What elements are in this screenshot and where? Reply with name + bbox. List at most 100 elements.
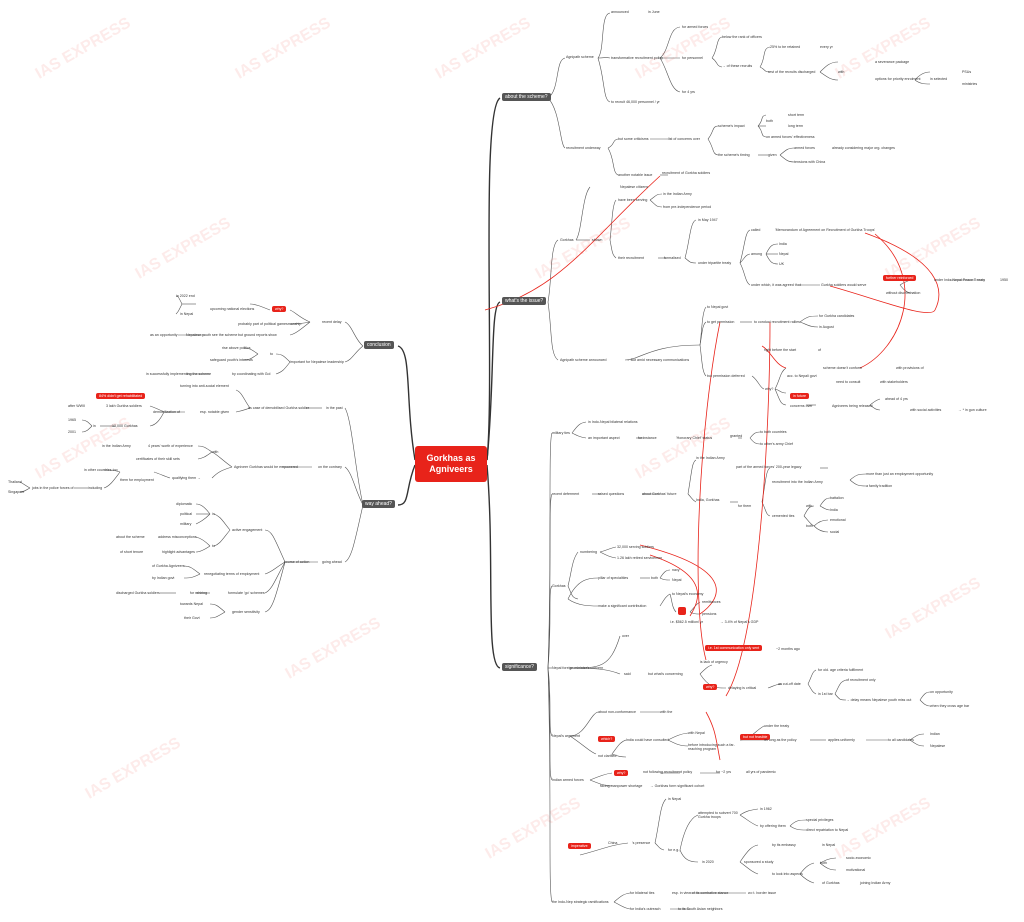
node: concerns over <box>790 404 813 408</box>
node: gender sensitivity <box>232 610 260 614</box>
node-why-red: why? <box>703 684 718 690</box>
node: to other's army Chief <box>760 442 794 446</box>
node: from pre-independence period <box>663 205 712 209</box>
node: ~2 months ago <box>776 647 800 651</box>
node: → delay means Nepalese youth miss out <box>846 698 912 702</box>
node: with <box>212 450 219 454</box>
branch-whats-the-issue[interactable]: what's the issue? <box>502 297 547 305</box>
node: under the treaty <box>764 724 790 728</box>
node: UK <box>779 262 784 266</box>
node: as long as the policy <box>764 738 797 742</box>
node: India, Gorkhas <box>696 498 720 502</box>
node: remittances <box>702 600 721 604</box>
node: by offering them <box>760 824 786 828</box>
node: with social activities <box>910 408 942 412</box>
node: i.e. $562.5 million/ yr <box>670 620 703 624</box>
node: for personnel <box>682 56 703 60</box>
node: in successfully implementing the scheme <box>146 372 212 376</box>
node: PSUs <box>962 70 972 74</box>
node: certificates of their skill sets <box>136 457 180 461</box>
node: by Indian govt <box>152 576 175 580</box>
node: of short tenure <box>120 550 144 554</box>
node: attempted to subvert 700 Gurkha troops <box>698 811 738 819</box>
branch-conclusion[interactable]: conclusion <box>364 341 394 349</box>
node: both <box>806 524 813 528</box>
node: after WWII <box>68 404 85 408</box>
node: raised questions <box>598 492 625 496</box>
node: to <box>212 544 215 548</box>
node: for India's outreach <box>630 907 661 911</box>
node: need to consult <box>836 380 861 384</box>
node: of Gurkhas <box>822 881 840 885</box>
node: a family tradition <box>866 484 893 488</box>
branch-significance[interactable]: significance? <box>502 663 537 671</box>
node: China <box>608 841 618 845</box>
node: with stakeholders <box>880 380 908 384</box>
node: in other countries too <box>84 468 118 472</box>
node: to both countries <box>760 430 787 434</box>
node-why2-red: why? <box>614 770 629 776</box>
node: about the scheme <box>116 535 145 539</box>
node: with Nepal <box>688 731 705 735</box>
node: upcoming national elections <box>210 307 255 311</box>
node: facing manpower shortage <box>600 784 643 788</box>
node: granted <box>730 434 743 438</box>
node: list of concerns over <box>668 137 700 141</box>
node: in the past <box>326 406 343 410</box>
node: Nepal <box>672 578 682 582</box>
node: turning into anti-social element <box>180 384 229 388</box>
node: political <box>180 512 192 516</box>
node: both <box>766 119 773 123</box>
node: qualifying them → <box>172 476 201 480</box>
node: without discrimination <box>886 291 921 295</box>
node: Agnipath scheme announced <box>560 358 607 362</box>
node: Nepalese youth see the scheme <box>186 333 238 337</box>
branch-way-ahead[interactable]: way ahead? <box>362 500 395 508</box>
node: right before the start <box>764 348 797 352</box>
node: Indian <box>930 732 940 736</box>
node: part of the armed forces' 200-year legac… <box>736 465 802 469</box>
node: among <box>751 252 762 256</box>
node: of Gurkha Agniveers <box>152 564 185 568</box>
node: both <box>651 576 658 580</box>
node: address misconceptions <box>158 535 197 539</box>
node: 13,000 Gurkhas <box>112 424 138 428</box>
node: → of these recruits <box>722 64 753 68</box>
node: 2001 <box>68 430 76 434</box>
node: to all candidates <box>888 738 914 742</box>
node: every yr <box>820 45 833 49</box>
node: to conduct recruitment rallies <box>754 320 800 324</box>
node: → But amid necessary communications <box>626 358 690 362</box>
node: probably part of political gamesmanship <box>238 322 302 326</box>
node: in Nepal <box>822 843 836 847</box>
node: options for priority enrolment <box>875 77 921 81</box>
node: Nepalese <box>930 744 946 748</box>
node: 1950 <box>1000 278 1008 282</box>
node: sponsored a study <box>744 860 774 864</box>
node: the scheme's timing <box>718 153 750 157</box>
node: military <box>180 522 192 526</box>
node: 's presence <box>632 841 651 845</box>
central-topic[interactable]: Gorkhas as Agniveers <box>415 446 487 482</box>
node: in selected <box>930 77 948 81</box>
node: to look into aspects <box>772 872 803 876</box>
node: when they cross age bar <box>930 704 970 708</box>
node: Gorkhas <box>552 584 566 588</box>
node: motivational <box>846 868 866 872</box>
node: to get permission <box>707 320 735 324</box>
node: for bilateral ties <box>630 891 655 895</box>
node: to recruit 46,000 personnel / yr <box>611 100 660 104</box>
node: towards Nepal <box>180 602 203 606</box>
node: India could have consulted <box>626 738 669 742</box>
node: scheme's impact <box>718 124 745 128</box>
branch-about-scheme[interactable]: about the scheme? <box>502 93 551 101</box>
node: their recruitment <box>618 256 644 260</box>
node: transformative recruitment policy <box>611 56 663 60</box>
node: Thailand <box>8 480 22 484</box>
node: in the Indian Army <box>663 192 692 196</box>
node-but-not-feasible: but not feasible <box>740 734 771 740</box>
node: under Indo-Nepal Peace T reaty <box>934 278 986 282</box>
node: delaying is critical <box>728 686 757 690</box>
node: for ~2 yrs <box>716 770 732 774</box>
